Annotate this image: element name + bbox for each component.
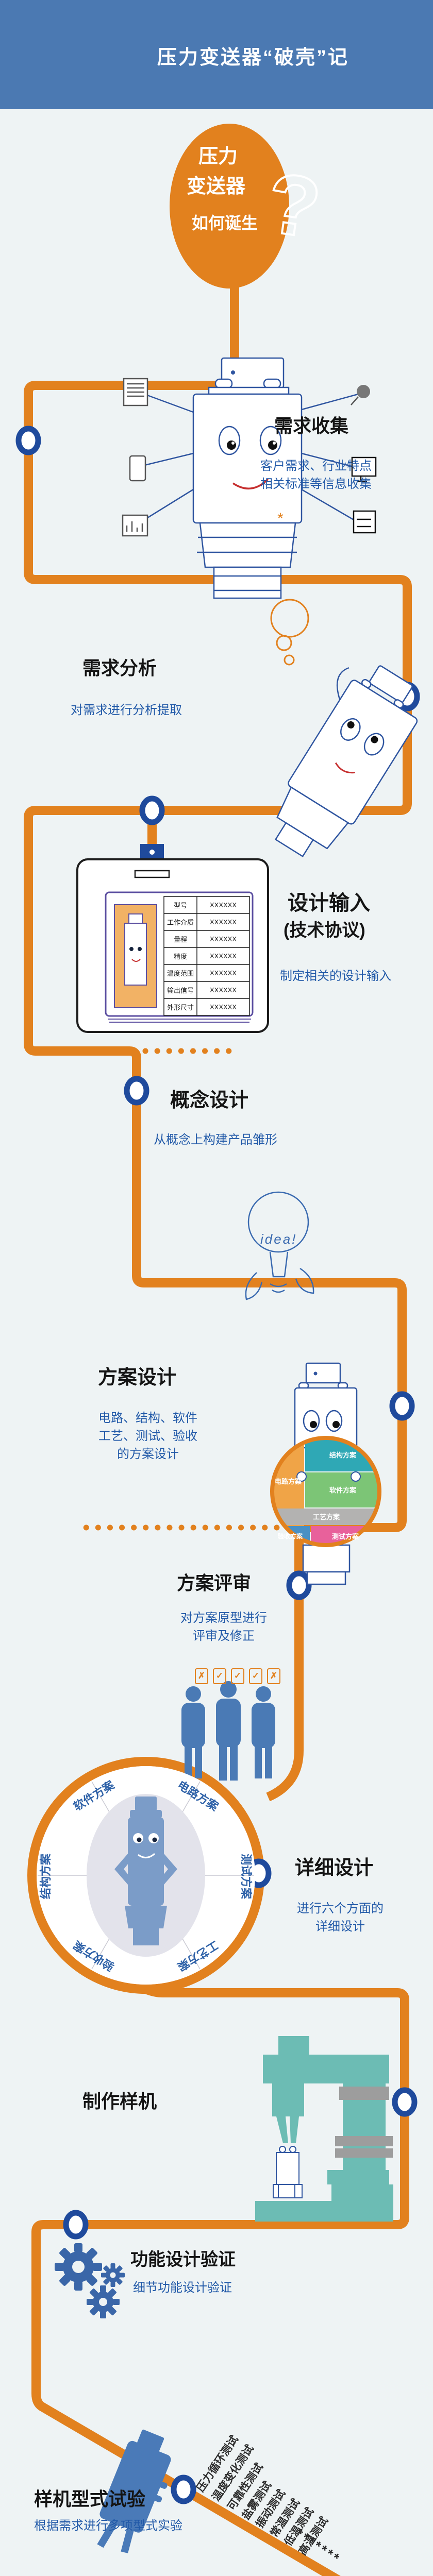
step-title-input1: 设计输入 <box>288 892 370 914</box>
scheme-block-label: 验收方案 <box>278 1532 303 1540</box>
page-title: 压力变送器“破壳”记 <box>157 47 349 69</box>
table-label: 精度 <box>173 953 187 960</box>
step-desc-verify: 细节功能设计验证 <box>133 2281 232 2295</box>
step-title-typetest: 样机型式试验 <box>34 2488 146 2510</box>
step-title-collect: 需求收集 <box>274 415 349 436</box>
design-input-tablet <box>76 844 269 1033</box>
review-desc-line1: 对方案原型进行 <box>180 1611 267 1625</box>
table-label: 温度范围 <box>166 970 194 977</box>
table-value: XXXXXX <box>209 969 237 977</box>
scheme-desc-line2: 工艺、测试、验收 <box>98 1429 197 1443</box>
step-desc-review: 对方案原型进行 评审及修正 <box>175 1609 273 1646</box>
idea-text: idea! <box>260 1231 297 1247</box>
table-label: 输出信号 <box>166 987 194 994</box>
review-checkboxes: ✗ ✓ ✓ ✓ ✗ <box>195 1668 280 1684</box>
transmitter-collect-mascot <box>122 357 377 599</box>
step-desc-detail: 进行六个方面的 详细设计 <box>289 1900 392 1936</box>
checkbox-icon: ✗ <box>267 1668 280 1684</box>
collect-desc-line2: 相关标准等信息收集 <box>260 477 372 491</box>
idea-bulb-icon <box>245 1191 314 1300</box>
prototype-machine-icon <box>255 2036 393 2222</box>
review-panel-icon <box>181 1681 275 1781</box>
checkbox-icon: ✓ <box>231 1668 244 1684</box>
step-desc-analyze: 对需求进行分析提取 <box>71 703 182 717</box>
intro-egg-line2: 变送器 <box>187 176 246 197</box>
table-label: 量程 <box>173 936 187 943</box>
step-desc-concept: 从概念上构建产品雏形 <box>154 1133 277 1147</box>
decor-asterisk: * <box>277 510 284 527</box>
header-banner <box>0 0 433 109</box>
scheme-block-label: 软件方案 <box>329 1486 357 1494</box>
table-label: 外形尺寸 <box>166 1004 194 1011</box>
scheme-design-chart: 电路方案 结构方案 软件方案 工艺方案 验收方案 测试方案 <box>270 1362 381 1585</box>
step-title-review: 方案评审 <box>177 1572 252 1594</box>
checkbox-icon: ✓ <box>213 1668 226 1684</box>
scheme-desc-line3: 的方案设计 <box>117 1447 179 1461</box>
checkbox-icon: ✗ <box>195 1668 208 1684</box>
step-desc-scheme: 电路、结构、软件 工艺、测试、验收 的方案设计 <box>91 1410 205 1463</box>
detail-desc-line1: 进行六个方面的 <box>297 1902 384 1916</box>
detail-desc-line2: 详细设计 <box>315 1919 365 1934</box>
transmitter-analyze-mascot <box>270 599 418 857</box>
table-label: 型号 <box>173 902 187 909</box>
step-title-prototype: 制作样机 <box>82 2091 157 2112</box>
table-value: XXXXXX <box>209 986 237 994</box>
step-title-verify: 功能设计验证 <box>130 2250 236 2269</box>
step-desc-input: 制定相关的设计输入 <box>280 969 391 983</box>
milestone-nodes <box>15 426 420 2504</box>
scheme-block-label: 测试方案 <box>332 1533 359 1540</box>
step-title-scheme: 方案设计 <box>98 1367 177 1388</box>
checkbox-icon: ✓ <box>249 1668 262 1684</box>
collect-desc-line1: 客户需求、行业特点 <box>260 459 372 473</box>
detail-design-wheel: 软件方案 电路方案 测试方案 工艺方案 验收方案 结构方案 <box>37 1766 255 1985</box>
table-label: 工作介质 <box>166 919 194 926</box>
scheme-block-label: 工艺方案 <box>313 1513 340 1521</box>
wheel-label: 结构方案 <box>39 1853 52 1899</box>
transmitter-walking-icon <box>97 2429 171 2553</box>
design-input-table: 型号 XXXXXX 工作介质 XXXXXX 量程 XXXXXX 精度 XXXXXX 温度… <box>164 896 249 1015</box>
step-title-detail: 详细设计 <box>295 1857 374 1879</box>
step-title-input2: (技术协议) <box>284 921 365 940</box>
table-value: XXXXXX <box>209 918 237 926</box>
scheme-block-label: 电路方案 <box>275 1478 302 1485</box>
table-value: XXXXXX <box>209 935 237 943</box>
step-title-analyze: 需求分析 <box>82 657 157 679</box>
step-title-concept: 概念设计 <box>170 1090 249 1111</box>
intro-egg-line3: 如何诞生 <box>192 214 258 232</box>
intro-egg-line1: 压力 <box>198 146 238 167</box>
intro-egg: ? <box>170 124 327 289</box>
step-desc-collect: 客户需求、行业特点 相关标准等信息收集 <box>260 457 372 494</box>
gears-icon <box>55 2243 125 2318</box>
table-value: XXXXXX <box>209 1003 237 1011</box>
review-desc-line2: 评审及修正 <box>193 1629 255 1643</box>
table-value: XXXXXX <box>209 952 237 960</box>
scheme-desc-line1: 电路、结构、软件 <box>98 1411 197 1425</box>
wheel-label: 测试方案 <box>240 1854 253 1900</box>
step-desc-typetest: 根据需求进行多项型式实验 <box>34 2519 182 2533</box>
flow-path-dotted <box>74 1048 292 1531</box>
scheme-block-label: 结构方案 <box>329 1451 357 1459</box>
table-value: XXXXXX <box>209 901 237 909</box>
